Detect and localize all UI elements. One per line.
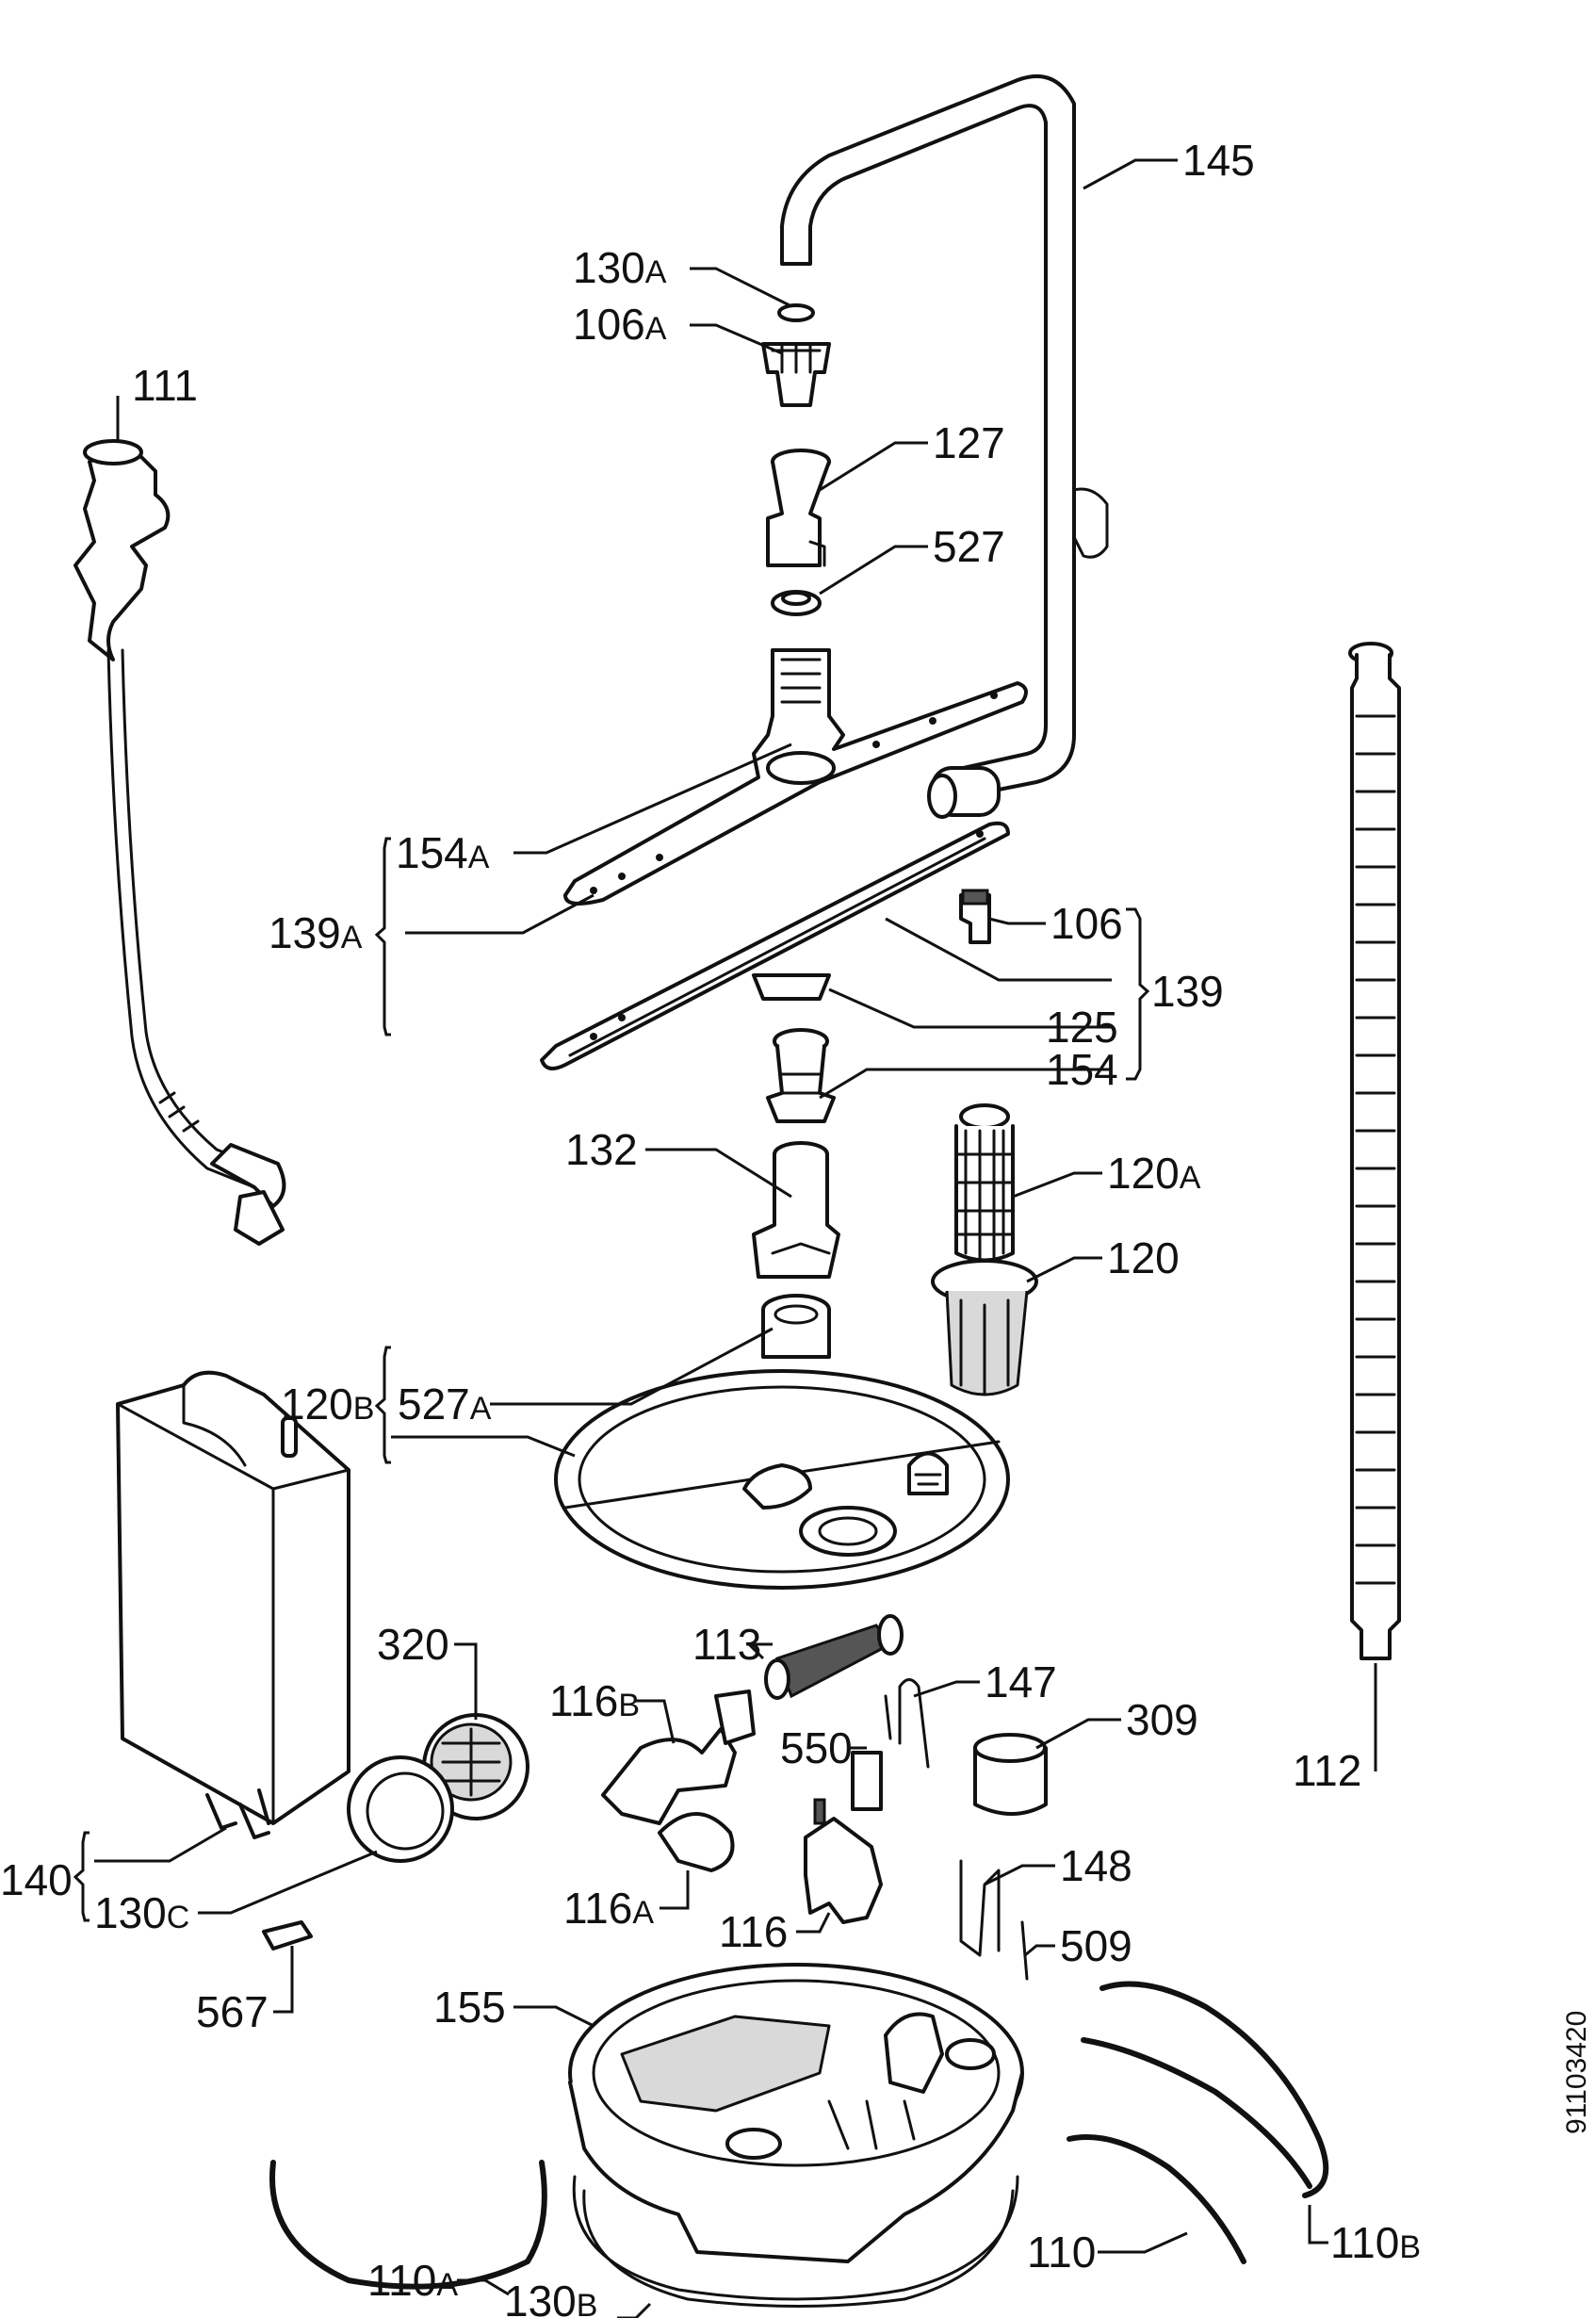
label-130b: 130B [504, 2277, 597, 2318]
part-154-hub [766, 1028, 836, 1123]
part-147-clip [884, 1678, 930, 1769]
part-106a-nut [761, 342, 831, 407]
label-106a: 106A [573, 300, 667, 349]
label-309: 309 [1126, 1695, 1198, 1744]
part-112-hose [1348, 642, 1401, 1660]
label-140: 140 [0, 1855, 73, 1904]
label-125: 125 [1046, 1003, 1118, 1052]
label-567: 567 [196, 1987, 269, 2036]
part-132-sleeve [752, 1141, 840, 1279]
part-120b-filter-plate [554, 1369, 1010, 1590]
part-130c-seal [347, 1755, 454, 1863]
label-120: 120 [1107, 1233, 1180, 1282]
label-116: 116 [719, 1907, 788, 1956]
label-120a: 120A [1107, 1149, 1201, 1198]
leader-lines [73, 158, 1377, 2318]
label-116a: 116A [563, 1884, 654, 1933]
part-116b-guide [601, 1690, 756, 1825]
part-527-ring [771, 590, 822, 616]
label-527: 527 [933, 522, 1005, 571]
part-120a-microfilter [954, 1103, 1015, 1263]
part-labels: 145 130A 106A 111 127 527 154A 139A 106 … [0, 136, 1421, 2318]
label-154a: 154A [396, 828, 490, 877]
label-110: 110 [1027, 2228, 1096, 2277]
part-130a-ring [777, 303, 815, 322]
part-550-block [851, 1751, 883, 1811]
part-567-clip [262, 1920, 313, 1951]
label-139a: 139A [269, 908, 363, 957]
label-147: 147 [985, 1657, 1057, 1706]
part-116-valve [804, 1798, 883, 1924]
label-127: 127 [933, 418, 1005, 467]
part-139-lower-spray-arm [540, 821, 1010, 1070]
drawing-number: 91103420 [1561, 2011, 1592, 2134]
part-111-inlet-hose [73, 439, 286, 1246]
label-111: 111 [132, 361, 198, 410]
part-106-clip [959, 889, 991, 944]
label-509: 509 [1060, 1921, 1132, 1970]
part-527a-ring [761, 1294, 831, 1359]
label-120b: 120B [281, 1379, 374, 1428]
label-154: 154 [1046, 1045, 1118, 1094]
label-112: 112 [1293, 1746, 1361, 1795]
label-116b: 116B [549, 1676, 640, 1725]
part-127-bearing [766, 449, 831, 567]
part-309-cap [973, 1733, 1048, 1816]
label-113: 113 [692, 1620, 761, 1669]
label-148: 148 [1060, 1841, 1132, 1890]
label-110a: 110A [367, 2256, 458, 2305]
label-110b: 110B [1330, 2218, 1421, 2267]
label-320: 320 [377, 1620, 449, 1669]
part-145-feed-pipe [780, 74, 1109, 819]
part-154a-upper-spray-arm [563, 648, 1028, 906]
part-140-container [116, 1370, 350, 1839]
part-148-bracket [959, 1859, 1001, 1957]
part-113-element [764, 1614, 904, 1700]
label-155: 155 [433, 1983, 506, 2032]
label-106: 106 [1050, 899, 1123, 948]
label-527a: 527A [398, 1379, 492, 1428]
part-110-hoses [1067, 1981, 1329, 2264]
part-130b-seal [572, 2175, 1019, 2308]
label-139: 139 [1151, 967, 1224, 1016]
label-145: 145 [1182, 136, 1255, 185]
label-130a: 130A [573, 243, 667, 292]
part-116a-valve [658, 1812, 735, 1872]
label-550: 550 [780, 1723, 853, 1772]
label-130c: 130C [94, 1888, 189, 1937]
part-110a-hose [269, 2160, 547, 2290]
part-120-filter [931, 1259, 1038, 1396]
label-132: 132 [565, 1125, 638, 1174]
part-155-sump [568, 1963, 1024, 2263]
part-509-pin [1020, 1920, 1029, 1981]
